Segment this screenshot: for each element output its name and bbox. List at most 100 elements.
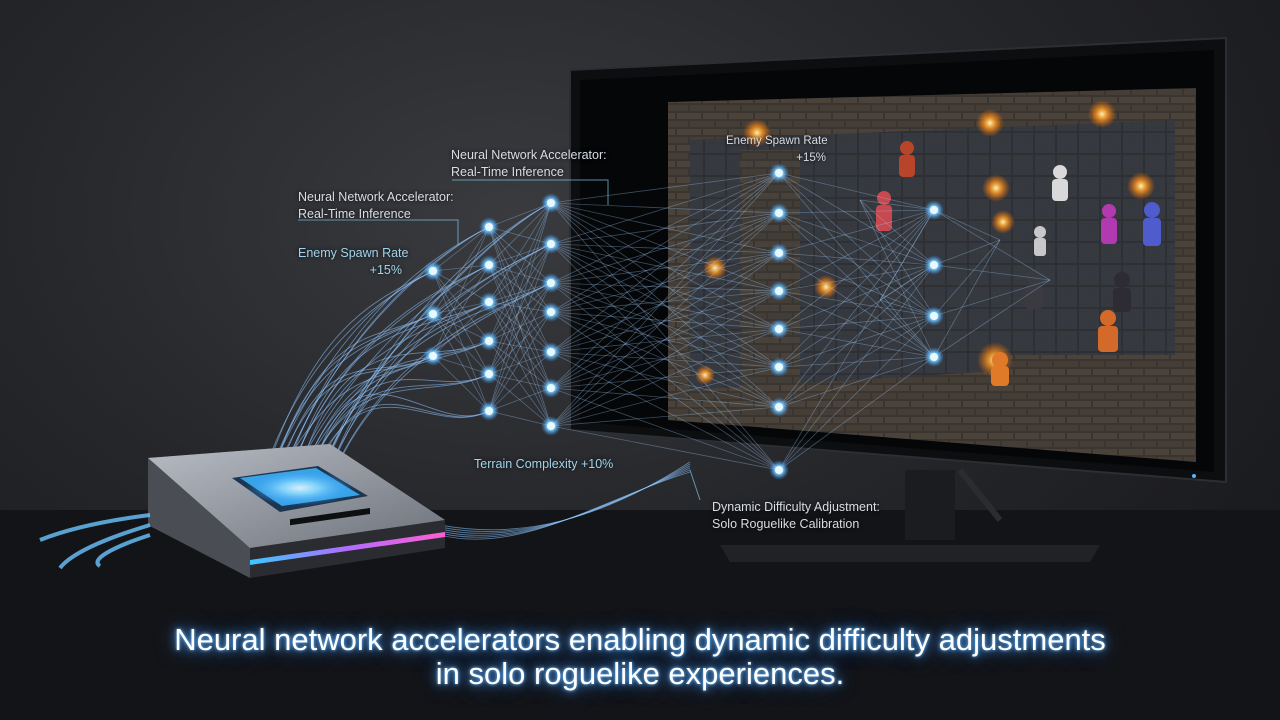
network-link: [550, 202, 780, 292]
spawn-rate-left-line2: +15%: [369, 263, 402, 277]
network-node: [485, 261, 493, 269]
network-link: [778, 252, 935, 358]
network-link: [550, 202, 780, 471]
network-node: [547, 199, 555, 207]
accelerator-device: [39, 444, 445, 578]
network-link: [550, 202, 780, 408]
network-link: [778, 315, 935, 408]
network-link: [550, 252, 780, 284]
network-nodes: [423, 163, 944, 480]
network-link: [550, 202, 780, 254]
network-link: [933, 279, 1051, 358]
network-link: [550, 290, 780, 313]
network-node: [775, 363, 783, 371]
network-link: [778, 315, 935, 368]
light-cable: [327, 282, 552, 479]
network-link: [933, 264, 1051, 281]
network-link: [550, 387, 780, 471]
light-cable: [279, 226, 490, 491]
network-link: [859, 199, 935, 266]
spawn-rate-left-line1: Enemy Spawn Rate: [298, 246, 409, 260]
network-link: [432, 226, 490, 315]
spawn-rate-screen-line1: Enemy Spawn Rate: [726, 135, 828, 147]
network-link: [778, 252, 935, 266]
network-link: [488, 340, 552, 389]
caption-line-2: in solo roguelike experiences.: [435, 656, 845, 691]
network-link: [488, 282, 552, 375]
network-link: [879, 264, 935, 301]
network-link: [488, 282, 552, 303]
network-link: [550, 290, 780, 389]
network-link: [550, 212, 780, 389]
network-node: [930, 353, 938, 361]
network-link: [432, 270, 490, 303]
network-link: [778, 209, 935, 408]
network-link: [488, 243, 552, 375]
network-link: [488, 226, 552, 353]
accelerator-label-upper-line2: Real-Time Inference: [451, 165, 564, 179]
network-link: [488, 264, 552, 313]
network-link: [933, 209, 1001, 241]
network-link: [550, 212, 780, 427]
network-link: [933, 209, 1051, 281]
network-link: [550, 172, 780, 427]
monster-sprites: [876, 141, 1161, 386]
network-link: [879, 209, 935, 301]
accelerator-label-lower-line1: Neural Network Accelerator:: [298, 190, 454, 204]
network-link: [550, 366, 780, 389]
network-link: [550, 366, 780, 427]
accelerator-label-lower: Neural Network Accelerator: Real-Time In…: [298, 189, 454, 223]
network-link: [778, 209, 935, 292]
network-link: [879, 299, 935, 358]
network-node: [485, 407, 493, 415]
annotation-leader-lines: [298, 179, 701, 501]
network-link: [550, 243, 780, 292]
network-link: [778, 252, 935, 317]
network-node: [485, 223, 493, 231]
difficulty-adjustment-line2: Solo Roguelike Calibration: [712, 517, 860, 531]
network-link: [778, 264, 935, 368]
light-cable: [303, 373, 490, 485]
network-link: [550, 172, 780, 389]
network-node: [547, 279, 555, 287]
network-link: [550, 328, 780, 353]
network-link: [778, 264, 935, 330]
network-link: [778, 315, 935, 471]
network-link: [778, 209, 935, 471]
network-link: [488, 226, 552, 427]
network-link: [778, 209, 935, 368]
network-link: [550, 282, 780, 368]
network-link: [432, 264, 490, 315]
network-node: [485, 337, 493, 345]
network-link: [933, 239, 1001, 266]
network-node: [775, 466, 783, 474]
network-link: [488, 202, 552, 303]
network-link: [488, 301, 552, 427]
network-link: [550, 328, 780, 389]
network-link: [859, 199, 935, 317]
network-link: [488, 264, 552, 427]
network-link: [859, 199, 935, 211]
network-link: [488, 243, 552, 303]
network-node: [429, 352, 437, 360]
spawn-rate-label-left: Enemy Spawn Rate +15%: [298, 245, 409, 279]
network-link: [488, 282, 552, 412]
network-node: [485, 298, 493, 306]
light-cable: [315, 202, 552, 491]
network-link: [488, 264, 552, 389]
network-link: [488, 301, 552, 353]
network-link: [488, 202, 552, 342]
network-link: [550, 290, 780, 353]
network-link: [778, 209, 935, 214]
light-cable: [297, 340, 490, 491]
light-cable: [291, 301, 490, 485]
network-link: [550, 172, 780, 245]
game-screen: [668, 88, 1196, 462]
network-link: [550, 328, 780, 427]
network-node: [775, 403, 783, 411]
light-cable: [327, 282, 552, 485]
network-link: [550, 351, 780, 368]
network-link: [550, 172, 780, 284]
network-link: [550, 252, 780, 313]
network-link: [550, 212, 780, 313]
